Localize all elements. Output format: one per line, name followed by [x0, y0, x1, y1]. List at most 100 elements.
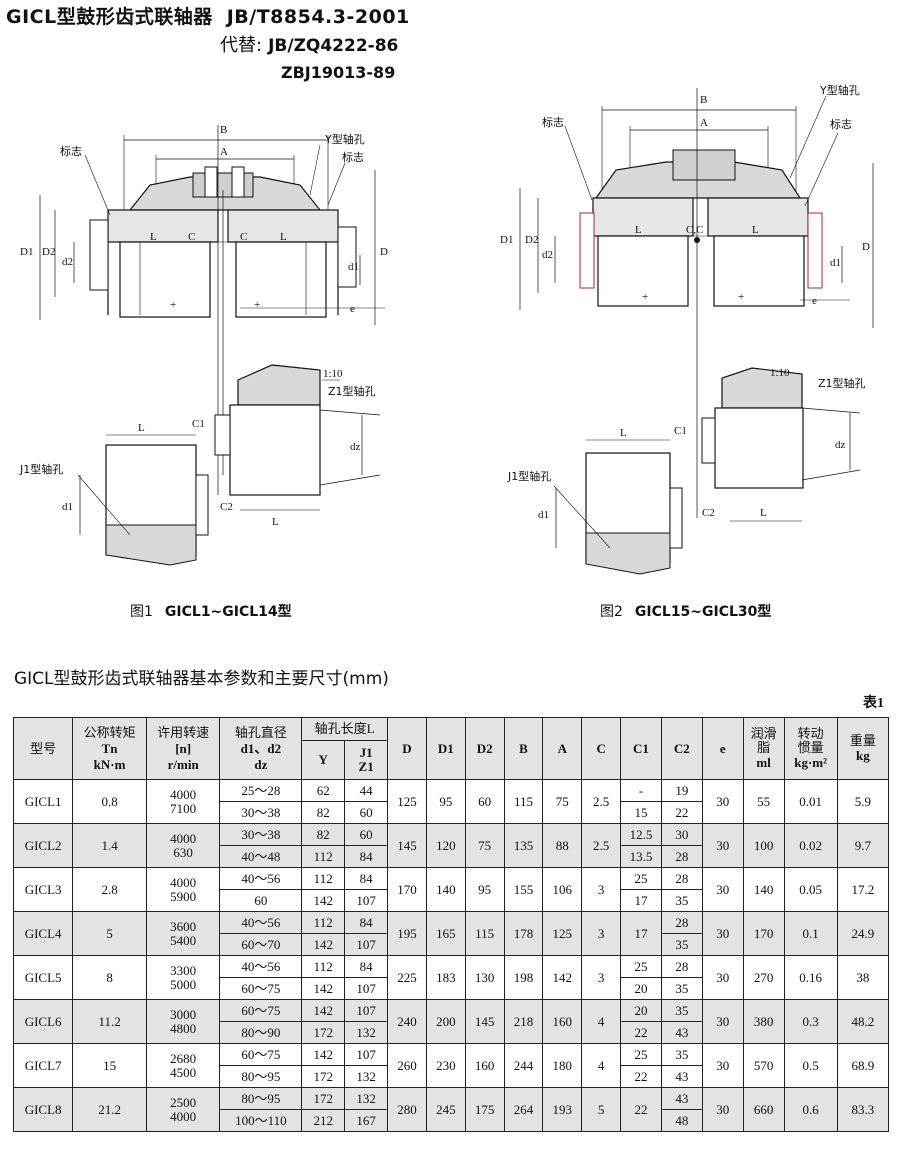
standard-number: JB/T8854.3-2001 — [226, 6, 410, 28]
cell-e: 30 — [701, 823, 744, 868]
cell-len-y: 112 — [301, 867, 346, 890]
fig1-label-L-left: L — [150, 231, 157, 243]
fig1-label-L-j1: L — [138, 422, 145, 434]
fig2-label-L-right: L — [752, 224, 759, 236]
cell-bore: 40～56 — [219, 867, 303, 890]
cell-weight: 5.9 — [836, 779, 890, 824]
cell-C2: 19 — [660, 779, 703, 802]
cell-inertia: 0.5 — [783, 1043, 838, 1088]
cell-len-y: 172 — [301, 1065, 346, 1088]
fig1-label-D1: D1 — [20, 246, 33, 258]
cell-len-y: 142 — [301, 889, 346, 912]
fig1-label-biaozhi-left: 标志 — [60, 144, 82, 158]
cell-weight: 83.3 — [836, 1087, 890, 1132]
cell-weight: 68.9 — [836, 1043, 890, 1088]
fig1-label-biaozhi-right: 标志 — [342, 150, 364, 164]
cell-D2: 60 — [464, 779, 505, 824]
title-line: GICL型鼓形齿式联轴器 JB/T8854.3-2001 — [6, 2, 526, 29]
cell-C: 4 — [581, 1043, 622, 1088]
cell-grease: 270 — [742, 955, 785, 1000]
th-D1: D1 — [425, 717, 466, 780]
cell-C1: 20 — [620, 999, 662, 1022]
fig1-label-A: A — [220, 146, 228, 158]
cell-len-y: 82 — [301, 801, 346, 824]
cell-len-y: 212 — [301, 1109, 346, 1132]
cell-len-j1: 44 — [344, 779, 389, 802]
cell-C1: 22 — [620, 1087, 662, 1132]
cell-len-j1: 132 — [344, 1065, 389, 1088]
cell-len-y: 62 — [301, 779, 346, 802]
cell-bore: 80～95 — [219, 1087, 303, 1110]
fig2-label-C2: C2 — [702, 507, 715, 519]
cell-inertia: 0.01 — [783, 779, 838, 824]
fig2-label-j1-hole: J1型轴孔 — [507, 469, 551, 483]
cell-B: 244 — [503, 1043, 544, 1088]
cell-bore: 40～48 — [219, 845, 303, 868]
cell-model: GICL7 — [12, 1043, 74, 1088]
cell-D1: 183 — [425, 955, 466, 1000]
cell-C: 2.5 — [581, 823, 622, 868]
th-C2: C2 — [660, 717, 703, 780]
figure2-caption-model: GICL15~GICL30型 — [634, 604, 772, 620]
cell-C: 2.5 — [581, 779, 622, 824]
cell-len-y: 112 — [301, 911, 346, 934]
doc-title: GICL型鼓形齿式联轴器 — [6, 6, 213, 28]
fig2-j1-hub: L J1型轴孔 d1 C2 — [507, 427, 715, 575]
cell-inertia: 0.6 — [783, 1087, 838, 1132]
replaces-standard-2: ZBJ19013-89 — [281, 63, 396, 82]
table-label: 表1 — [863, 696, 884, 711]
cell-C: 3 — [581, 911, 622, 956]
fig1-label-L-z1: L — [272, 516, 279, 528]
cell-grease: 380 — [742, 999, 785, 1044]
cell-bore: 80～90 — [219, 1021, 303, 1044]
fig1-j1-hub: L J1型轴孔 d1 C2 — [19, 422, 233, 566]
cell-C1: - — [620, 779, 662, 802]
cell-C1: 15 — [620, 801, 662, 824]
cell-D1: 200 — [425, 999, 466, 1044]
cell-D2: 145 — [464, 999, 505, 1044]
cell-bore: 100～110 — [219, 1109, 303, 1132]
fig2-label-d1-j1: d1 — [538, 509, 549, 521]
cell-A: 75 — [542, 779, 583, 824]
cell-bore: 60～75 — [219, 977, 303, 1000]
cell-grease: 660 — [742, 1087, 785, 1132]
cell-C1: 22 — [620, 1021, 662, 1044]
cell-len-j1: 132 — [344, 1021, 389, 1044]
cell-B: 264 — [503, 1087, 544, 1132]
cell-e: 30 — [701, 911, 744, 956]
cell-C1: 20 — [620, 977, 662, 1000]
cell-C2: 43 — [660, 1021, 703, 1044]
cell-model: GICL2 — [12, 823, 74, 868]
cell-inertia: 0.1 — [783, 911, 838, 956]
th-D2: D2 — [464, 717, 505, 780]
cell-weight: 24.9 — [836, 911, 890, 956]
cell-C2: 35 — [660, 933, 703, 956]
fig2-label-z1-hole: Z1型轴孔 — [818, 376, 866, 390]
cell-A: 193 — [542, 1087, 583, 1132]
cell-D2: 95 — [464, 867, 505, 912]
cell-bore: 30～38 — [219, 823, 303, 846]
cell-C: 5 — [581, 1087, 622, 1132]
cell-C2: 28 — [660, 911, 703, 934]
fig2-label-L-left: L — [635, 224, 642, 236]
fig1-label-dz: dz — [350, 441, 361, 453]
cell-C: 3 — [581, 955, 622, 1000]
cell-A: 180 — [542, 1043, 583, 1088]
cell-D2: 160 — [464, 1043, 505, 1088]
fig2-label-dz: dz — [835, 439, 846, 451]
cell-D: 240 — [387, 999, 427, 1044]
cell-B: 135 — [503, 823, 544, 868]
cell-torque: 5 — [72, 911, 147, 956]
